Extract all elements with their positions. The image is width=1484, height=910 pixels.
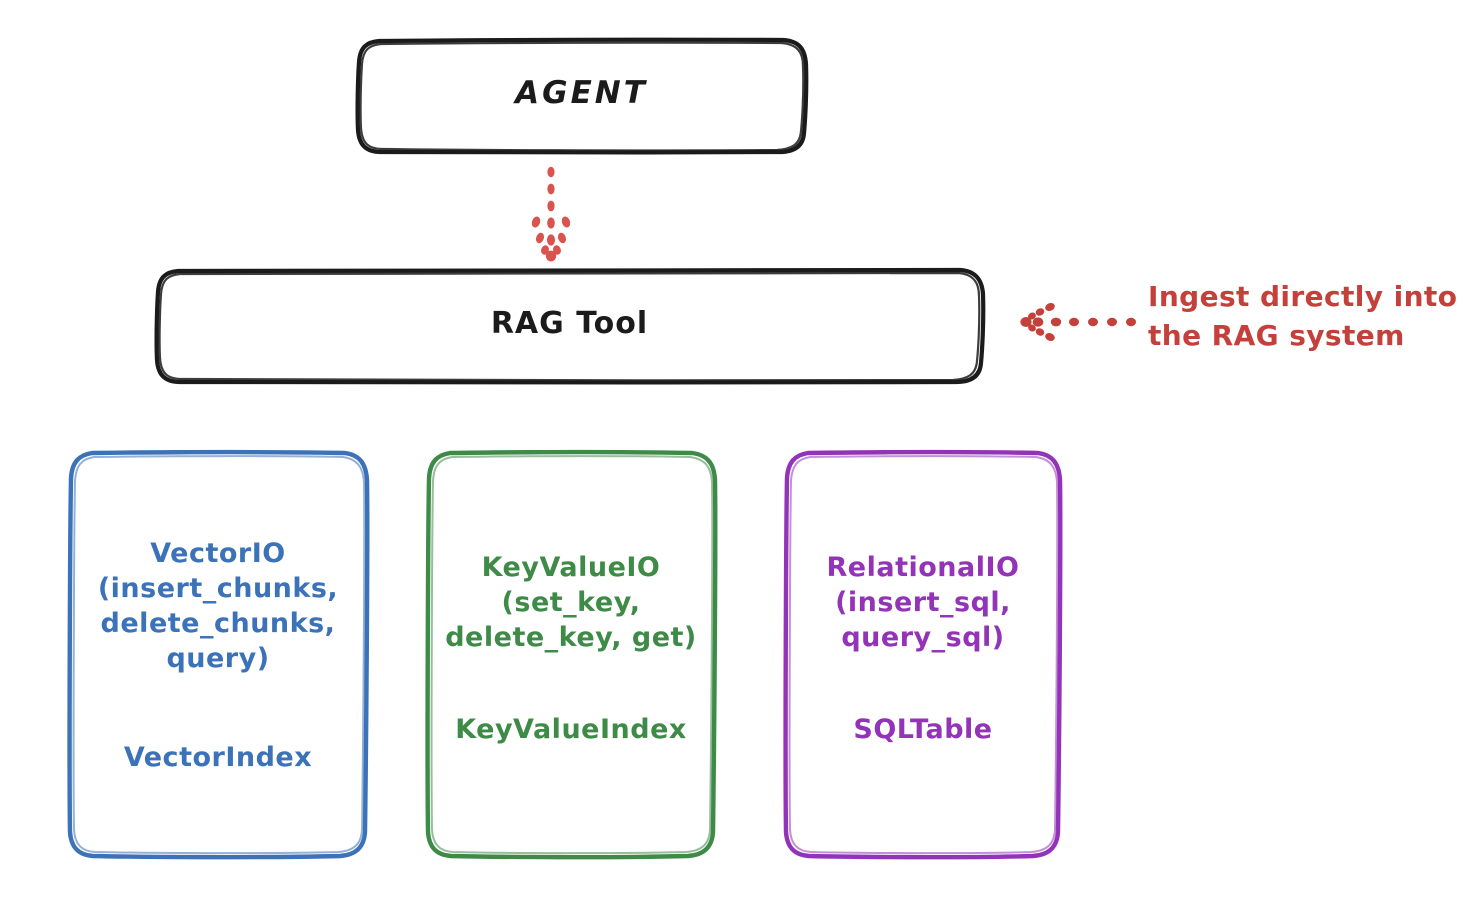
relational-io-api-label: RelationalIO (insert_sql, query_sql) [826,552,1020,654]
sql-table-label: SQLTable [853,714,993,745]
vector-index-label: VectorIndex [123,742,313,773]
agent-node-shape[interactable] [355,37,809,155]
key-value-index-label: KeyValueIndex [455,714,687,745]
vector-io-node-shape[interactable] [67,449,370,860]
agent-node-label: AGENT [515,75,648,111]
rag-tool-node-label: RAG Tool [490,306,649,341]
agent-to-rag-arrow [531,166,571,262]
vector-io-api-label: VectorIO (insert_chunks, delete_chunks, … [97,538,339,675]
ingest-annotation-text: Ingest directly into the RAG system [1148,280,1458,352]
rag-tool-node-shape[interactable] [154,267,986,385]
key-value-io-node-shape[interactable] [425,449,718,860]
ingest-arrow [1020,302,1136,342]
key-value-io-api-label: KeyValueIO (set_key, delete_key, get) [445,552,697,654]
relational-io-node-shape[interactable] [783,449,1063,860]
